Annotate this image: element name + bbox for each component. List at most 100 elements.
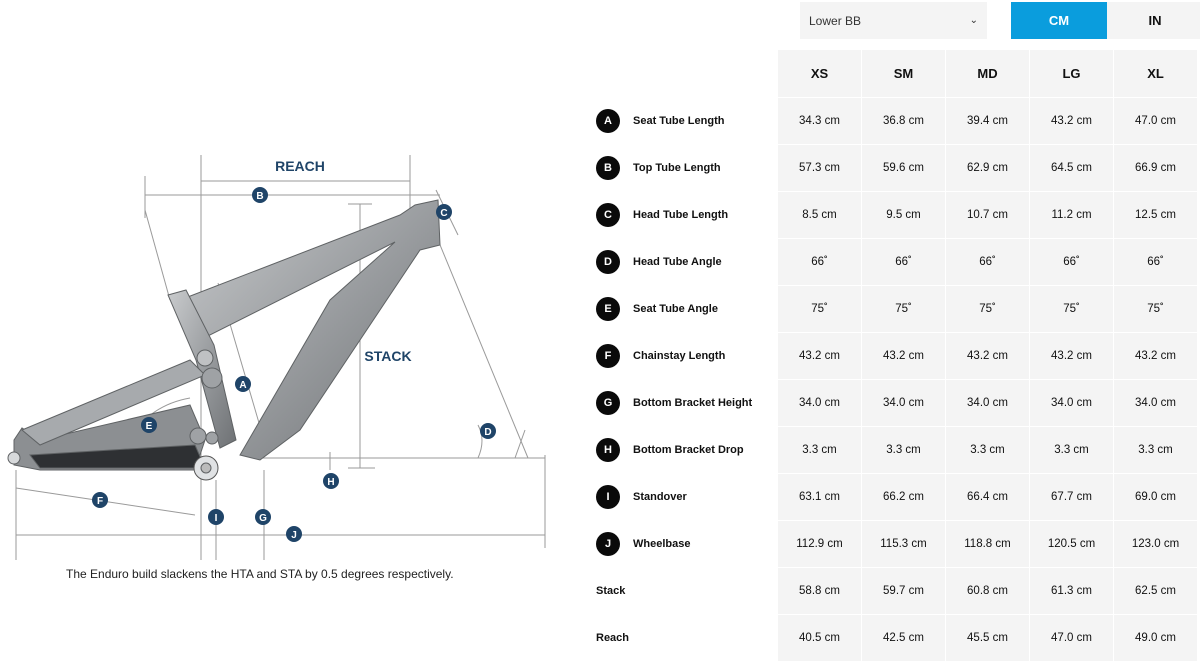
marker-e: E	[141, 417, 157, 433]
table-cell: 58.8 cm	[778, 567, 861, 614]
measurement-badge: E	[596, 297, 620, 321]
table-cell: 75˚	[778, 285, 861, 332]
measurement-label: Wheelbase	[633, 537, 691, 550]
build-config-value: Lower BB	[809, 13, 862, 28]
table-cell: 49.0 cm	[1114, 614, 1197, 661]
table-cell: 75˚	[1030, 285, 1113, 332]
table-cell: 62.5 cm	[1114, 567, 1197, 614]
measurement-label: Top Tube Length	[633, 161, 721, 174]
table-cell: 66.2 cm	[862, 473, 945, 520]
table-cell: 69.0 cm	[1114, 473, 1197, 520]
table-cell: 112.9 cm	[778, 520, 861, 567]
marker-b: B	[252, 187, 268, 203]
svg-text:B: B	[256, 191, 263, 202]
table-cell: 115.3 cm	[862, 520, 945, 567]
marker-g: G	[255, 509, 271, 525]
svg-text:E: E	[146, 421, 153, 432]
table-cell: 66˚	[778, 238, 861, 285]
table-cell: 8.5 cm	[778, 191, 861, 238]
table-cell: 66.4 cm	[946, 473, 1029, 520]
table-cell: 75˚	[862, 285, 945, 332]
svg-text:F: F	[97, 496, 103, 507]
table-cell: 123.0 cm	[1114, 520, 1197, 567]
table-cell: 120.5 cm	[1030, 520, 1113, 567]
table-cell: 64.5 cm	[1030, 144, 1113, 191]
table-cell: 42.5 cm	[862, 614, 945, 661]
table-cell: 75˚	[946, 285, 1029, 332]
svg-text:J: J	[291, 530, 297, 541]
diagram-caption: The Enduro build slackens the HTA and ST…	[66, 567, 454, 581]
table-cell: 66˚	[1114, 238, 1197, 285]
table-cell: 11.2 cm	[1030, 191, 1113, 238]
measurement-badge: B	[596, 156, 620, 180]
unit-cm-button[interactable]: CM	[1011, 2, 1107, 39]
table-cell: 3.3 cm	[778, 426, 861, 473]
table-cell: 3.3 cm	[1030, 426, 1113, 473]
table-cell: 67.7 cm	[1030, 473, 1113, 520]
size-header-lg: LG	[1030, 50, 1113, 97]
measurement-label: Reach	[596, 631, 630, 644]
table-cell: 47.0 cm	[1030, 614, 1113, 661]
table-cell: 118.8 cm	[946, 520, 1029, 567]
measurement-label: Head Tube Length	[633, 208, 729, 221]
table-cell: 66˚	[946, 238, 1029, 285]
table-cell: 57.3 cm	[778, 144, 861, 191]
reach-label: REACH	[275, 158, 325, 174]
table-cell: 66˚	[862, 238, 945, 285]
size-header-xs: XS	[778, 50, 861, 97]
table-cell: 43.2 cm	[1030, 332, 1113, 379]
measurement-label: Chainstay Length	[633, 349, 726, 362]
measurement-badge: J	[596, 532, 620, 556]
table-cell: 59.6 cm	[862, 144, 945, 191]
chevron-down-icon: ⌄	[969, 15, 978, 26]
table-cell: 60.8 cm	[946, 567, 1029, 614]
marker-f: F	[92, 492, 108, 508]
table-cell: 43.2 cm	[1030, 97, 1113, 144]
marker-c: C	[436, 204, 452, 220]
table-cell: 75˚	[1114, 285, 1197, 332]
table-cell: 62.9 cm	[946, 144, 1029, 191]
marker-i: I	[208, 509, 224, 525]
table-cell: 3.3 cm	[946, 426, 1029, 473]
frame-illustration: REACH STACK A B C D E F G H I J	[7, 155, 546, 560]
svg-text:I: I	[215, 513, 218, 524]
marker-a: A	[235, 376, 251, 392]
unit-in-button[interactable]: IN	[1107, 2, 1200, 39]
table-cell: 47.0 cm	[1114, 97, 1197, 144]
table-cell: 34.0 cm	[862, 379, 945, 426]
table-cell: 43.2 cm	[778, 332, 861, 379]
table-cell: 9.5 cm	[862, 191, 945, 238]
measurement-label: Head Tube Angle	[633, 255, 722, 268]
svg-text:C: C	[440, 208, 447, 219]
dimension-markers: A B C D E F G H I J	[92, 187, 496, 542]
table-cell: 61.3 cm	[1030, 567, 1113, 614]
marker-j: J	[286, 526, 302, 542]
measurement-label: Bottom Bracket Height	[633, 396, 753, 409]
measurement-badge: A	[596, 109, 620, 133]
measurement-label: Seat Tube Angle	[633, 302, 718, 315]
build-config-select[interactable]: Lower BB ⌄	[800, 2, 987, 39]
measurement-label: Stack	[596, 584, 626, 597]
measurement-label: Seat Tube Length	[633, 114, 725, 127]
svg-text:A: A	[239, 380, 246, 391]
table-cell: 43.2 cm	[1114, 332, 1197, 379]
table-cell: 45.5 cm	[946, 614, 1029, 661]
table-cell: 43.2 cm	[946, 332, 1029, 379]
geometry-diagram: REACH STACK A B C D E F G H I J The Enduro build …	[0, 0, 580, 600]
size-header-md: MD	[946, 50, 1029, 97]
svg-text:D: D	[484, 427, 491, 438]
bike-frame	[7, 199, 441, 481]
marker-h: H	[323, 473, 339, 489]
measurement-label: Standover	[633, 490, 687, 503]
table-cell: 36.8 cm	[862, 97, 945, 144]
stack-label: STACK	[364, 348, 411, 364]
